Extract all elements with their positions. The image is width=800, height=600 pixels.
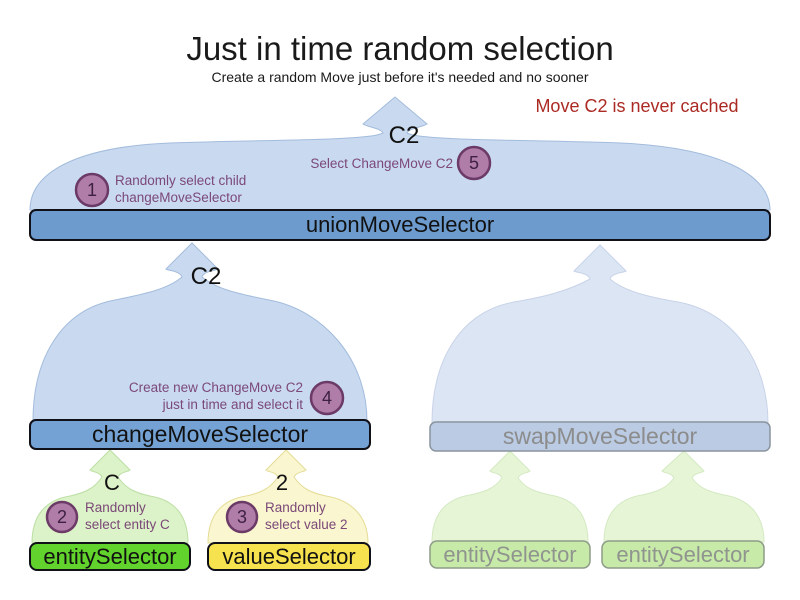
swap-selection-mound bbox=[431, 244, 769, 424]
step-5-annotation: 5 Select ChangeMove C2 bbox=[310, 145, 492, 181]
value-output-label: 2 bbox=[276, 470, 288, 495]
entity-output-label: C bbox=[104, 470, 120, 495]
step-1-text-line2: changeMoveSelector bbox=[115, 190, 242, 205]
faded-entity-selector-left-label: entitySelector bbox=[443, 542, 576, 567]
step-4-badge bbox=[309, 380, 345, 416]
step-1-badge bbox=[74, 172, 110, 208]
step-4-text-line2: just in time and select it bbox=[162, 397, 304, 412]
step-1-annotation: 1 Randomly select child changeMoveSelect… bbox=[74, 172, 246, 208]
step-1-number: 1 bbox=[87, 180, 97, 200]
faded-entity-selector-left-bar bbox=[429, 540, 591, 569]
entity-selector-bar bbox=[29, 542, 191, 571]
faded-entity-mound-right bbox=[603, 450, 765, 543]
never-cached-note: Move C2 is never cached bbox=[535, 96, 738, 116]
faded-entity-mound-left bbox=[431, 450, 589, 543]
swap-move-selector-label: swapMoveSelector bbox=[503, 423, 698, 449]
step-3-number: 3 bbox=[237, 507, 247, 527]
step-2-number: 2 bbox=[57, 507, 67, 527]
step-1-text-line1: Randomly select child bbox=[115, 173, 246, 188]
entity-selector-label: entitySelector bbox=[43, 544, 176, 569]
faded-entity-selector-right-label: entitySelector bbox=[616, 542, 749, 567]
value-selector-bar bbox=[207, 542, 371, 571]
entity-selector: entitySelector bbox=[29, 542, 191, 571]
faded-entity-selector-right-bar bbox=[601, 540, 765, 569]
step-3-text-line2: select value 2 bbox=[265, 517, 348, 532]
union-move-selector-bar bbox=[29, 209, 771, 241]
step-2-badge bbox=[45, 500, 79, 534]
change-move-selector-bar bbox=[29, 419, 371, 450]
step-3-text-line1: Randomly bbox=[265, 500, 326, 515]
step-3-badge bbox=[225, 500, 259, 534]
change-output-move-label: C2 bbox=[191, 263, 222, 290]
step-2-annotation: 2 Randomly select entity C bbox=[45, 500, 170, 534]
step-4-text-line1: Create new ChangeMove C2 bbox=[129, 380, 303, 395]
step-5-number: 5 bbox=[469, 153, 479, 173]
change-move-selector: changeMoveSelector bbox=[29, 419, 371, 450]
faded-entity-selector-left: entitySelector bbox=[429, 540, 591, 569]
step-4-number: 4 bbox=[322, 388, 332, 408]
value-selector-label: valueSelector bbox=[222, 544, 355, 569]
value-selector: valueSelector bbox=[207, 542, 371, 571]
step-2-text-line2: select entity C bbox=[85, 517, 170, 532]
page-subtitle: Create a random Move just before it's ne… bbox=[211, 69, 588, 85]
union-move-selector-label: unionMoveSelector bbox=[306, 212, 494, 237]
union-move-selector: unionMoveSelector bbox=[29, 209, 771, 241]
change-selection-mound bbox=[32, 242, 368, 422]
step-5-badge bbox=[456, 145, 492, 181]
swap-move-selector: swapMoveSelector bbox=[429, 421, 771, 452]
step-3-annotation: 3 Randomly select value 2 bbox=[225, 500, 348, 534]
union-output-move-label: C2 bbox=[389, 122, 420, 149]
step-4-annotation: 4 Create new ChangeMove C2 just in time … bbox=[129, 380, 345, 416]
faded-entity-selector-right: entitySelector bbox=[601, 540, 765, 569]
step-2-text-line1: Randomly bbox=[85, 500, 146, 515]
union-selection-mound bbox=[29, 96, 771, 211]
step-5-text-line1: Select ChangeMove C2 bbox=[310, 156, 453, 171]
change-move-selector-label: changeMoveSelector bbox=[92, 421, 308, 447]
page-title: Just in time random selection bbox=[186, 30, 613, 67]
swap-move-selector-bar bbox=[429, 421, 771, 452]
